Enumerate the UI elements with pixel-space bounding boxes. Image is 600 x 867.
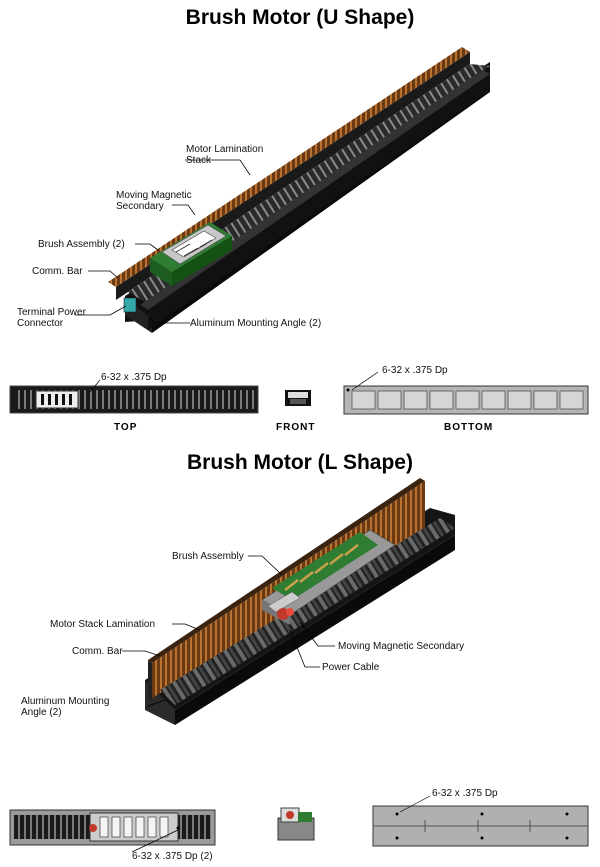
- callout-line-2: Connector: [17, 318, 64, 329]
- callout-motor-stack-lamination: Motor Stack Lamination: [50, 619, 156, 630]
- u-shape-callout-lines: [75, 159, 251, 324]
- callout-line-1: Moving Magnetic: [116, 190, 192, 201]
- callout-terminal-power-connector: Terminal Power Connector: [17, 307, 86, 329]
- callout-line-1: Terminal Power: [17, 307, 86, 318]
- callout-moving-magnetic-secondary: Moving Magnetic Secondary: [116, 190, 192, 212]
- u-shape-bottom-view: [343, 371, 589, 415]
- callout-line-1: Aluminum Mounting: [21, 696, 110, 707]
- callout-aluminum-mounting-angle-2: Aluminum Mounting Angle (2): [190, 318, 322, 329]
- callout-line-2: Stack: [186, 155, 212, 166]
- callout-line-1: Motor Lamination: [186, 144, 264, 155]
- callout-comm-bar: Comm. Bar: [32, 266, 83, 277]
- callout-line-2: Secondary: [116, 201, 164, 212]
- callout-motor-lamination-stack: Motor Lamination Stack: [186, 144, 263, 166]
- callout-brush-assembly-2: Brush Assembly (2): [38, 239, 125, 250]
- callout-brush-assembly: Brush Assembly: [172, 551, 244, 562]
- callout-power-cable: Power Cable: [322, 662, 380, 673]
- callout-comm-bar-l: Comm. Bar: [72, 646, 123, 657]
- l-shape-front-view: [277, 807, 315, 841]
- callout-aluminum-mounting-angle: Aluminum Mounting Angle (2): [21, 696, 109, 718]
- view-label-top: TOP: [114, 422, 138, 433]
- u-shape-title: Brush Motor (U Shape): [185, 6, 415, 29]
- u-shape-motor-iso: [108, 47, 490, 333]
- l-shape-callout-lines: [122, 555, 335, 707]
- callout-line-2: Angle (2): [21, 707, 62, 718]
- l-bottom-hole-note: 6-32 x .375 Dp: [432, 788, 498, 799]
- l-shape-top-view: [9, 809, 216, 853]
- u-top-hole-note: 6-32 x .375 Dp: [101, 372, 167, 383]
- u-shape-front-view: [285, 390, 311, 406]
- u-shape-top-view: [9, 379, 259, 414]
- l-top-hole-note: 6-32 x .375 Dp (2): [132, 851, 213, 862]
- l-shape-bottom-view: [372, 795, 589, 847]
- u-bottom-hole-note: 6-32 x .375 Dp: [382, 365, 448, 376]
- view-label-bottom: BOTTOM: [444, 422, 494, 433]
- l-shape-title: Brush Motor (L Shape): [187, 451, 413, 474]
- l-shape-motor-iso: [145, 478, 455, 725]
- view-label-front: FRONT: [276, 422, 316, 433]
- callout-moving-magnetic-secondary-l: Moving Magnetic Secondary: [338, 641, 465, 652]
